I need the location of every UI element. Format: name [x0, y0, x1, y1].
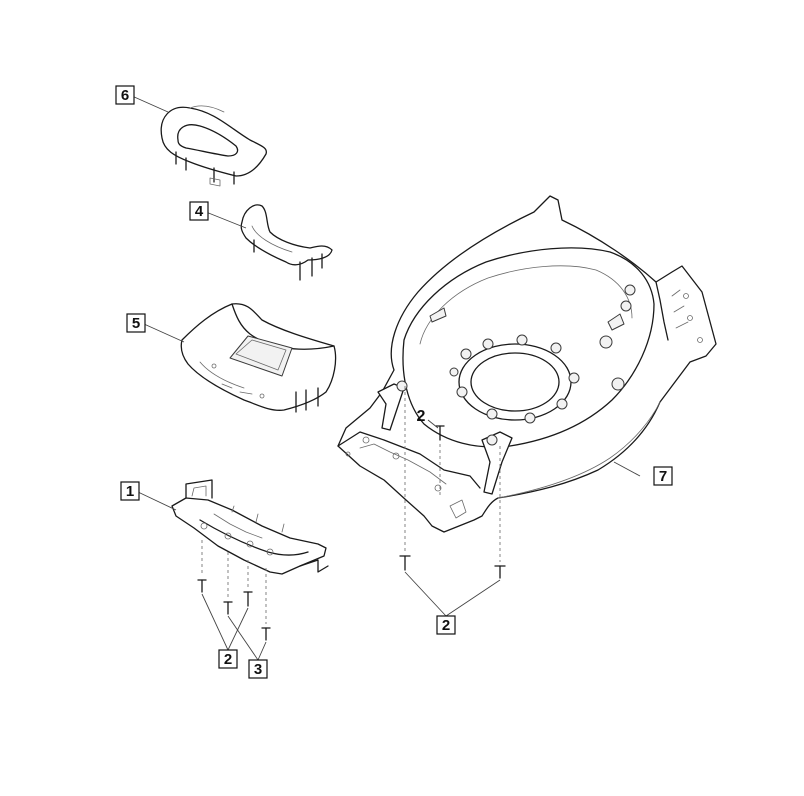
screw-deck-right — [494, 565, 506, 579]
callout-5: 5 — [126, 313, 146, 333]
callout-3: 3 — [248, 659, 268, 679]
part-7-mower-deck — [337, 195, 717, 533]
callout-2-mid-label: 2 — [417, 408, 426, 425]
screw-deck-top — [435, 425, 445, 441]
callout-1: 1 — [120, 481, 140, 501]
callout-7: 7 — [653, 466, 673, 486]
callout-4: 4 — [189, 201, 209, 221]
callout-2-bottom: 2 — [436, 615, 456, 635]
callout-2-left: 2 — [218, 649, 238, 669]
callout-7-label: 7 — [659, 468, 667, 485]
callout-4-label: 4 — [195, 203, 204, 220]
callout-1-label: 1 — [126, 483, 134, 500]
screw-flap-3 — [243, 591, 253, 607]
callout-6: 6 — [115, 85, 135, 105]
part-1-rear-flap — [171, 479, 329, 575]
callout-2-bottom-label: 2 — [442, 617, 450, 634]
callout-6-label: 6 — [121, 87, 129, 104]
screw-deck-left — [399, 555, 411, 571]
part-6-handle — [160, 105, 268, 187]
callout-5-label: 5 — [132, 315, 140, 332]
screw-flap-2 — [223, 601, 233, 615]
screw-flap-1 — [197, 579, 207, 593]
callout-2-left-label: 2 — [224, 651, 232, 668]
part-5-front-cover — [180, 303, 337, 413]
callout-2-mid: 2 — [417, 408, 426, 425]
screw-flap-4 — [261, 627, 271, 641]
screws — [197, 425, 506, 641]
callout-3-label: 3 — [254, 661, 262, 678]
leader-lines — [131, 95, 641, 661]
assembly-lines — [201, 386, 501, 624]
part-4-cover — [240, 204, 333, 281]
